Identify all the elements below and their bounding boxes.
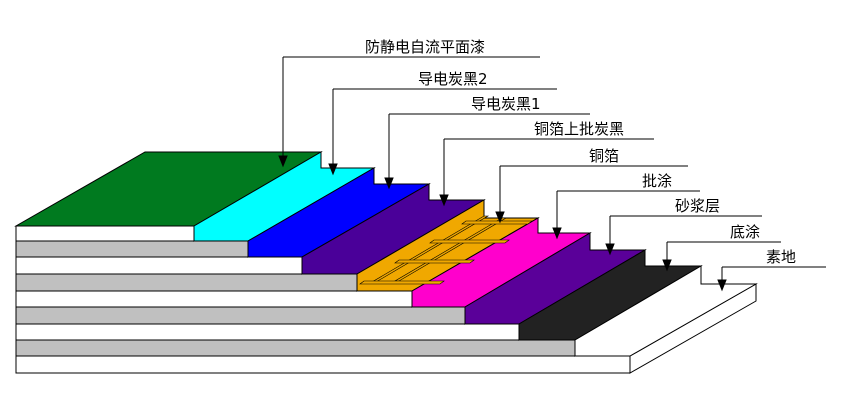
slab-side-5 <box>15 290 413 308</box>
leader-lines <box>278 56 826 292</box>
leader-5 <box>495 165 688 224</box>
slab-side-2 <box>15 240 249 258</box>
slab-side-3 <box>15 256 303 275</box>
leader-4 <box>439 138 654 207</box>
slab-side-9 <box>15 355 631 374</box>
label-layer-8: 底涂 <box>730 223 760 241</box>
leader-2 <box>328 88 557 176</box>
label-layer-5: 铜箔 <box>589 147 619 165</box>
slab-side-4 <box>15 273 358 292</box>
label-layer-7: 砂浆层 <box>675 197 720 215</box>
leader-1 <box>278 56 540 168</box>
label-layer-3: 导电炭黑1 <box>471 95 541 113</box>
slab-side-1 <box>15 225 195 242</box>
leader-3 <box>384 113 590 190</box>
slab-side-7 <box>15 323 520 341</box>
leader-9 <box>717 266 826 292</box>
copper-strip <box>394 259 475 264</box>
label-layer-9: 素地 <box>766 248 796 266</box>
label-layer-4: 铜箔上批炭黑 <box>534 120 624 138</box>
label-layer-2: 导电炭黑2 <box>418 70 488 88</box>
copper-strip <box>359 280 445 285</box>
leader-6 <box>552 190 700 240</box>
label-layer-6: 批涂 <box>642 172 672 190</box>
copper-foil-strips <box>359 215 533 285</box>
layer-top-9 <box>574 265 758 357</box>
slab-side-6 <box>15 306 466 325</box>
labels: 防静电自流平面漆 导电炭黑2 导电炭黑1 铜箔上批炭黑 铜箔 批涂 砂浆层 底涂… <box>365 38 796 266</box>
leader-8 <box>662 241 781 272</box>
slab-side-8 <box>15 339 576 357</box>
copper-strip <box>429 239 510 244</box>
label-layer-1: 防静电自流平面漆 <box>365 38 485 56</box>
leader-7 <box>605 215 762 256</box>
copper-strip <box>461 220 533 225</box>
